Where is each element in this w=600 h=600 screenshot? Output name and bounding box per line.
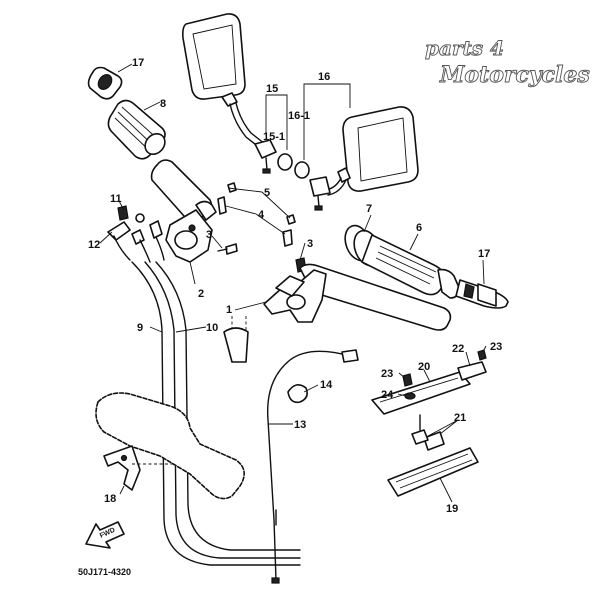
callout-15: 15 <box>266 83 278 95</box>
callout-16-1: 16-1 <box>288 110 310 122</box>
callout-8: 8 <box>160 98 166 110</box>
callout-7: 7 <box>366 203 372 215</box>
callout-18: 18 <box>104 493 116 505</box>
callout-2: 2 <box>198 288 204 300</box>
callout-12: 12 <box>88 239 100 251</box>
mounting-bracket <box>103 445 176 491</box>
handlebar <box>263 263 452 331</box>
callout-17-left: 17 <box>132 57 144 69</box>
small-screws <box>217 182 307 273</box>
cable-clip <box>287 384 308 404</box>
callout-14: 14 <box>320 379 333 391</box>
left-grip-assembly <box>87 66 166 160</box>
callout-1: 1 <box>226 304 232 316</box>
mirror-adapters <box>277 153 310 179</box>
part-code: 50J171-4320 <box>78 567 131 577</box>
right-bar-end <box>455 279 509 309</box>
callout-labels: 17 8 11 12 2 3 5 4 3 1 7 6 17 15 15-1 16… <box>88 57 502 515</box>
frame-silhouette <box>95 392 245 500</box>
callout-3-right: 3 <box>307 238 313 250</box>
throttle-cable-hardware <box>107 205 165 263</box>
watermark-logo: parts 4 Motorcycles <box>425 36 591 89</box>
callout-23-right: 23 <box>490 341 502 353</box>
callout-11: 11 <box>110 193 122 205</box>
right-mirror <box>309 106 419 211</box>
callout-10: 10 <box>206 322 218 334</box>
callout-23-left: 23 <box>381 368 393 380</box>
mirror-callout-brackets <box>265 83 351 160</box>
callout-19: 19 <box>446 503 458 515</box>
callout-17-right: 17 <box>478 248 490 260</box>
callout-15-1: 15-1 <box>263 131 285 143</box>
callout-4: 4 <box>258 209 265 221</box>
watermark-line1: parts 4 <box>425 36 504 60</box>
callout-20: 20 <box>418 361 430 373</box>
cable-guides <box>371 349 487 497</box>
throttle-housing <box>150 159 217 263</box>
watermark-line2: Motorcycles <box>439 62 590 88</box>
callout-13: 13 <box>294 419 306 431</box>
callout-21: 21 <box>454 412 466 424</box>
throttle-cables <box>131 261 301 566</box>
fwd-arrow: FWD <box>85 521 125 549</box>
callout-24: 24 <box>381 389 394 401</box>
callout-16: 16 <box>318 71 330 83</box>
clutch-cable <box>266 349 359 584</box>
fork-tube <box>223 327 249 363</box>
leader-lines <box>99 63 487 503</box>
left-mirror <box>182 13 277 174</box>
callout-3-left: 3 <box>206 229 212 241</box>
callout-5: 5 <box>264 187 270 199</box>
callout-22: 22 <box>452 343 464 355</box>
callout-6: 6 <box>416 222 422 234</box>
right-grip-assembly <box>344 224 461 299</box>
callout-9: 9 <box>137 322 143 334</box>
